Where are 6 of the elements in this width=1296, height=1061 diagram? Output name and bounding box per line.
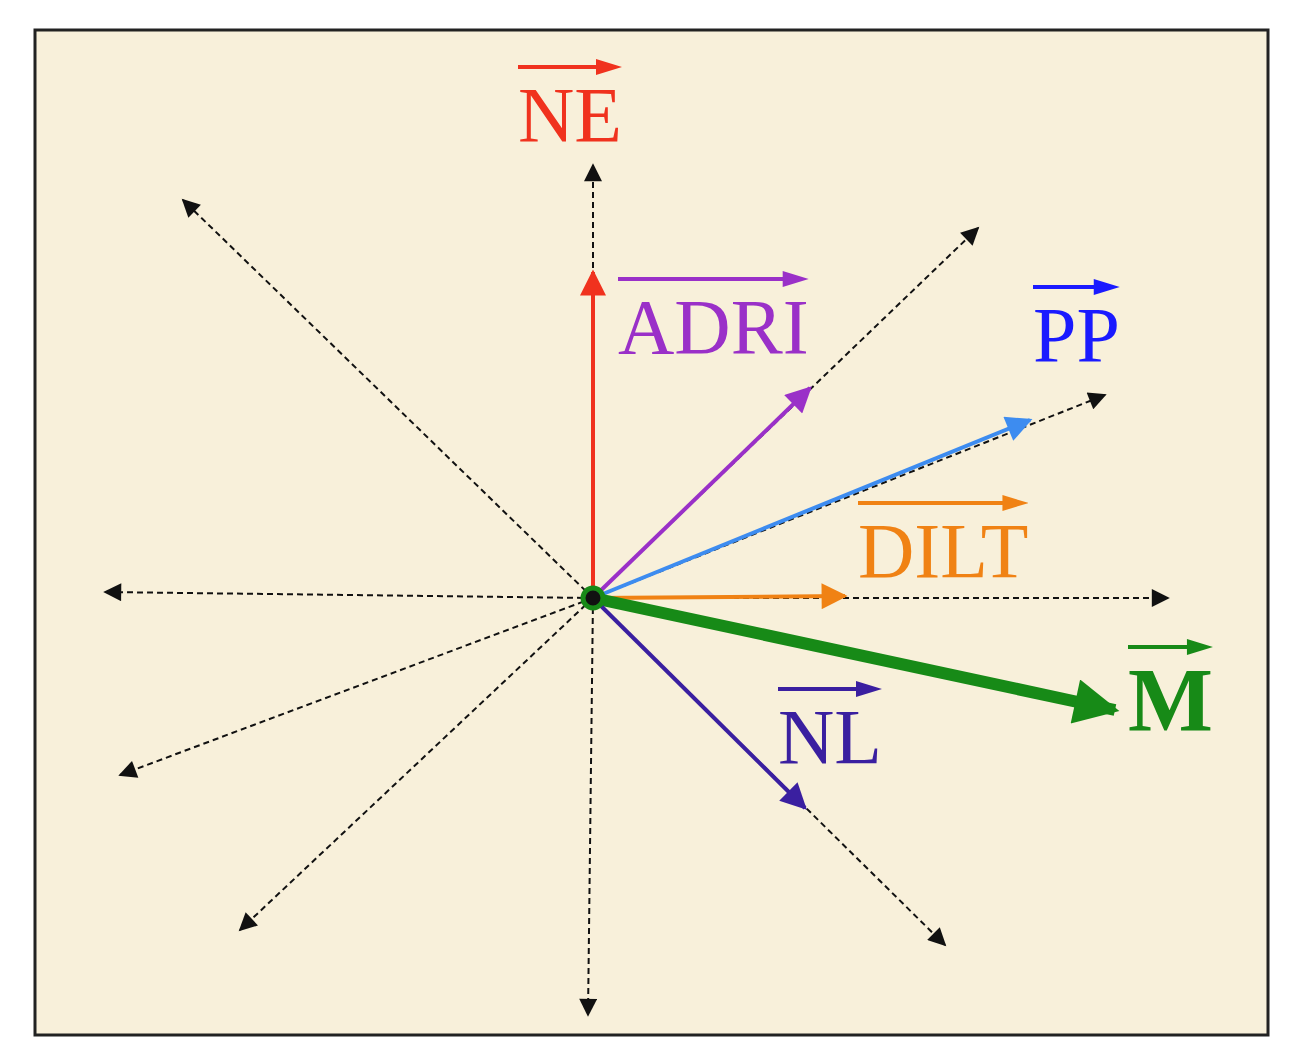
- vector-label: NL: [778, 698, 882, 776]
- vector-label: PP: [1033, 296, 1120, 374]
- vector-label: ADRI: [618, 288, 809, 366]
- vector-label: DILT: [858, 512, 1029, 590]
- vector-label: M: [1128, 656, 1213, 746]
- vector-label: NE: [518, 76, 622, 154]
